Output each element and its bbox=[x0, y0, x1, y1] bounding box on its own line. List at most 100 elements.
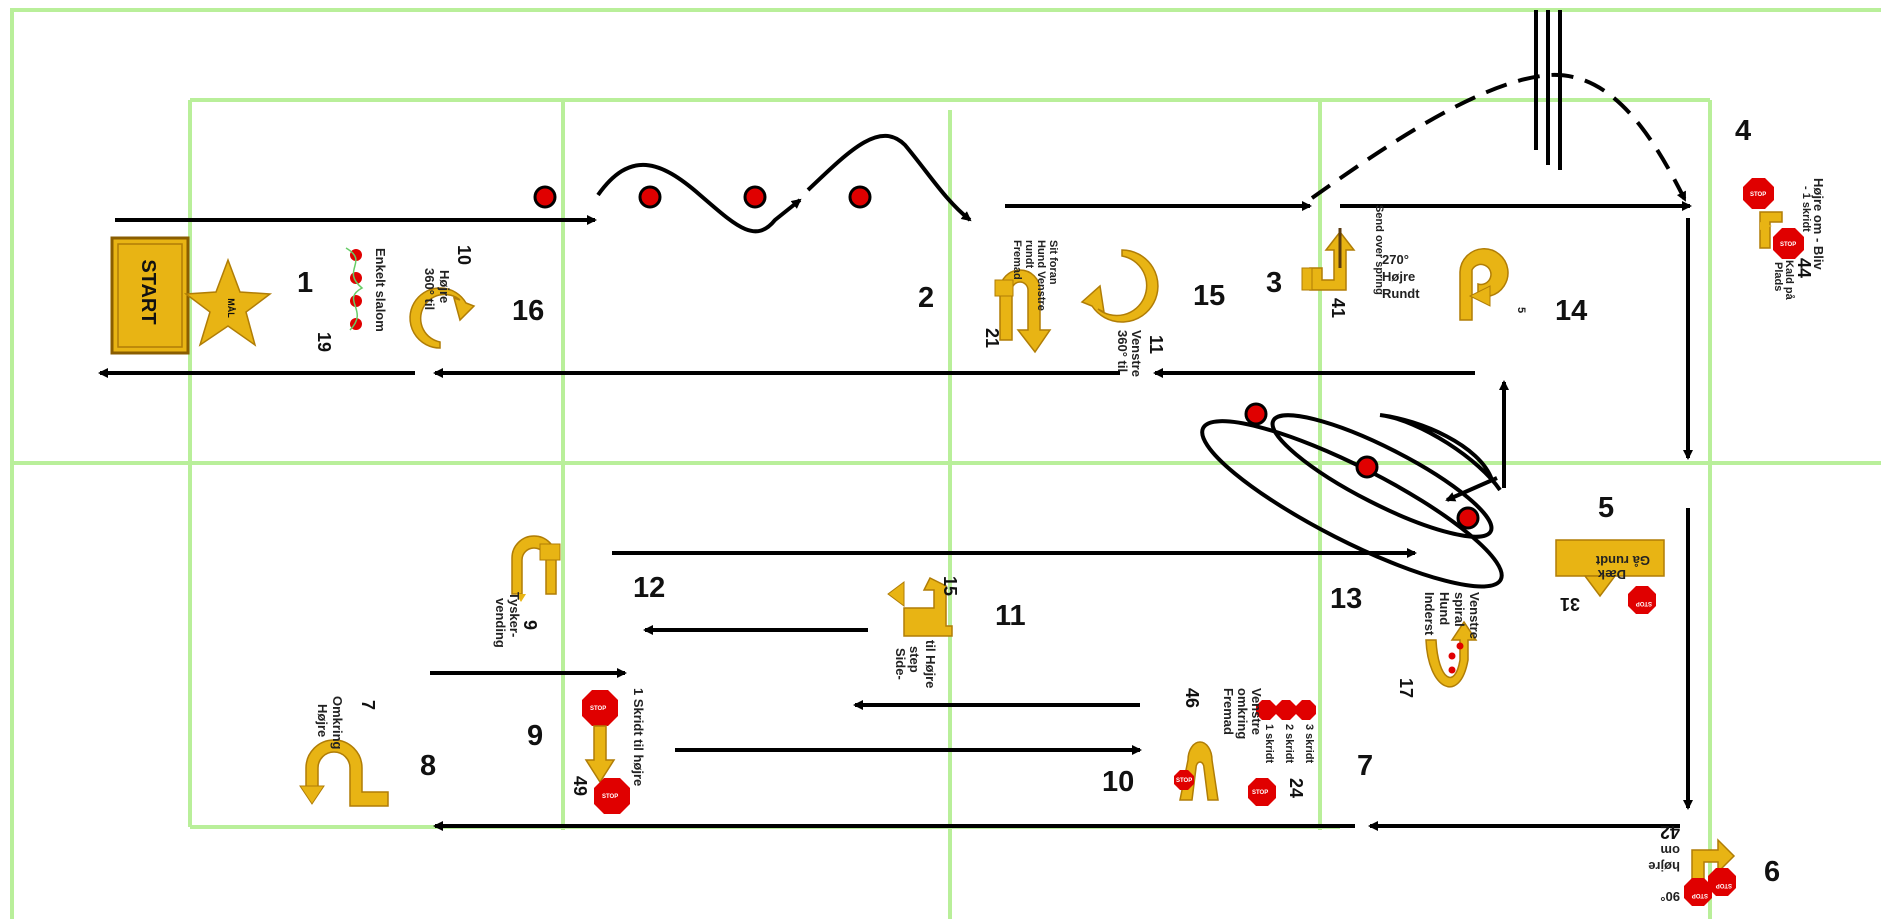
sign-number: 17 bbox=[1396, 678, 1416, 698]
sign-caption: vending bbox=[493, 598, 508, 648]
spiral-outer-loop bbox=[1200, 419, 1504, 589]
sign-caption: rundt bbox=[1023, 240, 1035, 268]
stop-icon bbox=[582, 690, 618, 726]
sign-caption: Inderst bbox=[1422, 592, 1437, 636]
svg-text:STOP: STOP bbox=[1252, 790, 1268, 796]
sign-caption: Omkring bbox=[330, 696, 345, 750]
down-arrow-icon bbox=[584, 725, 616, 784]
cone bbox=[848, 185, 872, 209]
sign-right-stay-call: STOP STOP Højre om - Bliv - 1 skridt 44 … bbox=[1743, 178, 1826, 301]
sign-caption: Hund bbox=[1437, 592, 1452, 625]
cone bbox=[743, 185, 767, 209]
sign-caption: omkring bbox=[1235, 688, 1250, 739]
station-number: 11 bbox=[995, 600, 1026, 632]
jump-obstacle bbox=[1534, 10, 1562, 170]
stop-icon bbox=[1773, 228, 1804, 259]
sign-number: 7 bbox=[358, 700, 378, 710]
sign-left-spiral: Venstre spiral Hund Inderst 17 bbox=[1396, 592, 1482, 698]
loop-arrow-icon bbox=[1459, 248, 1509, 321]
sign-number: 10 bbox=[454, 245, 474, 265]
station-number: 16 bbox=[512, 295, 544, 327]
grid bbox=[10, 8, 1881, 919]
sign-german-turn: 9 Tysker- vending bbox=[493, 535, 561, 648]
sign-caption: Sit foran bbox=[1047, 240, 1059, 285]
stop-icon bbox=[594, 778, 630, 814]
sign-caption: om bbox=[1661, 843, 1681, 858]
stop-icon bbox=[1743, 178, 1774, 209]
path-arrow bbox=[1445, 476, 1498, 502]
sign-number: 46 bbox=[1182, 688, 1202, 708]
svg-text:STOP: STOP bbox=[1692, 892, 1708, 898]
svg-text:STOP: STOP bbox=[1750, 192, 1766, 198]
sign-caption: Højre bbox=[315, 704, 330, 737]
sign-caption: Venstre bbox=[1249, 688, 1264, 735]
station-number: 13 bbox=[1330, 583, 1362, 615]
station-number: 10 bbox=[1102, 766, 1134, 798]
slalom-icon bbox=[345, 247, 364, 331]
course-path bbox=[98, 72, 1693, 831]
sign-caption: step bbox=[907, 646, 922, 673]
svg-text:STOP: STOP bbox=[590, 706, 606, 712]
sign-number: 49 bbox=[570, 776, 590, 796]
star-icon bbox=[183, 257, 273, 347]
sign-caption: Tysker- bbox=[507, 592, 522, 637]
station-number: 8 bbox=[420, 750, 436, 782]
jump-path bbox=[1310, 72, 1687, 202]
sign-caption: 270° bbox=[1382, 252, 1409, 267]
spiral-inner-loop bbox=[1270, 413, 1494, 539]
sign-number: 21 bbox=[982, 328, 1002, 348]
sign-caption: Højre om - Bliv bbox=[1811, 178, 1826, 271]
sign-number: 41 bbox=[1328, 298, 1348, 318]
station-number: 15 bbox=[1193, 280, 1225, 312]
sign-caption: spiral bbox=[1452, 592, 1467, 627]
circle-arrow-icon bbox=[1080, 249, 1159, 323]
station-numbers: 1 2 3 4 5 6 7 8 9 10 11 12 13 14 15 16 bbox=[297, 115, 1780, 888]
sign-number: 31 bbox=[1560, 594, 1580, 614]
sign-caption: 90° bbox=[1660, 889, 1680, 904]
station-number: 14 bbox=[1555, 295, 1587, 327]
sign-caption: Send over spring bbox=[1373, 205, 1385, 295]
sign-caption: Side- bbox=[893, 648, 908, 680]
station-number: 9 bbox=[527, 720, 543, 752]
station-number: 12 bbox=[633, 572, 665, 604]
spiral-icon bbox=[1425, 620, 1478, 688]
station-number: 1 bbox=[297, 267, 313, 299]
stop-icon bbox=[1708, 868, 1736, 896]
stop-icon bbox=[1684, 878, 1712, 906]
sign-caption: Højre bbox=[437, 270, 452, 303]
sign-number: 42 bbox=[1660, 822, 1680, 842]
sign-right-about: 7 Omkring Højre bbox=[299, 696, 389, 807]
start-label: START bbox=[137, 259, 159, 324]
sign-caption: Dæk bbox=[1597, 567, 1626, 582]
sign-number: 11 bbox=[1146, 335, 1166, 354]
svg-text:STOP: STOP bbox=[1780, 242, 1796, 248]
sign-left-about-forward: STOP STOP Venstre omkring Fremad 1 skrid… bbox=[1174, 688, 1316, 806]
stop-icon bbox=[1628, 586, 1656, 614]
cone bbox=[533, 185, 557, 209]
sign-caption: Gå rundt bbox=[1595, 553, 1650, 568]
u-turn-icon bbox=[999, 269, 1052, 354]
sign-caption: højre bbox=[1648, 859, 1680, 874]
stop-icon bbox=[1174, 770, 1194, 790]
sign-caption: Venstre bbox=[1129, 330, 1144, 377]
finish-sign: MÅL bbox=[183, 257, 273, 347]
sign-caption: Enkelt slalom bbox=[373, 248, 388, 332]
turn-arrow-icon bbox=[1759, 211, 1783, 249]
cones bbox=[533, 185, 1480, 530]
sign-caption: Hund Venstre bbox=[1035, 240, 1047, 311]
sign-number: 44 bbox=[1794, 258, 1814, 278]
sign-caption: Fremad bbox=[1011, 240, 1023, 280]
sign-number: 19 bbox=[314, 332, 334, 352]
sign-caption: Fremad bbox=[1221, 688, 1236, 735]
station-number: 6 bbox=[1764, 856, 1780, 888]
sign-caption: 360° til bbox=[422, 268, 437, 310]
sign-90-right: STOP STOP 42 om højre 90° bbox=[1648, 822, 1736, 906]
station-number: 4 bbox=[1735, 115, 1751, 147]
sign-caption: Kald på bbox=[1783, 260, 1795, 301]
sign-caption: - 1 skridt bbox=[1800, 186, 1812, 232]
finish-label: MÅL bbox=[226, 298, 236, 318]
sign-caption: Plads bbox=[1772, 262, 1784, 291]
sign-send-over-jump: Send over spring 41 bbox=[1301, 205, 1385, 318]
cone bbox=[1456, 506, 1480, 530]
